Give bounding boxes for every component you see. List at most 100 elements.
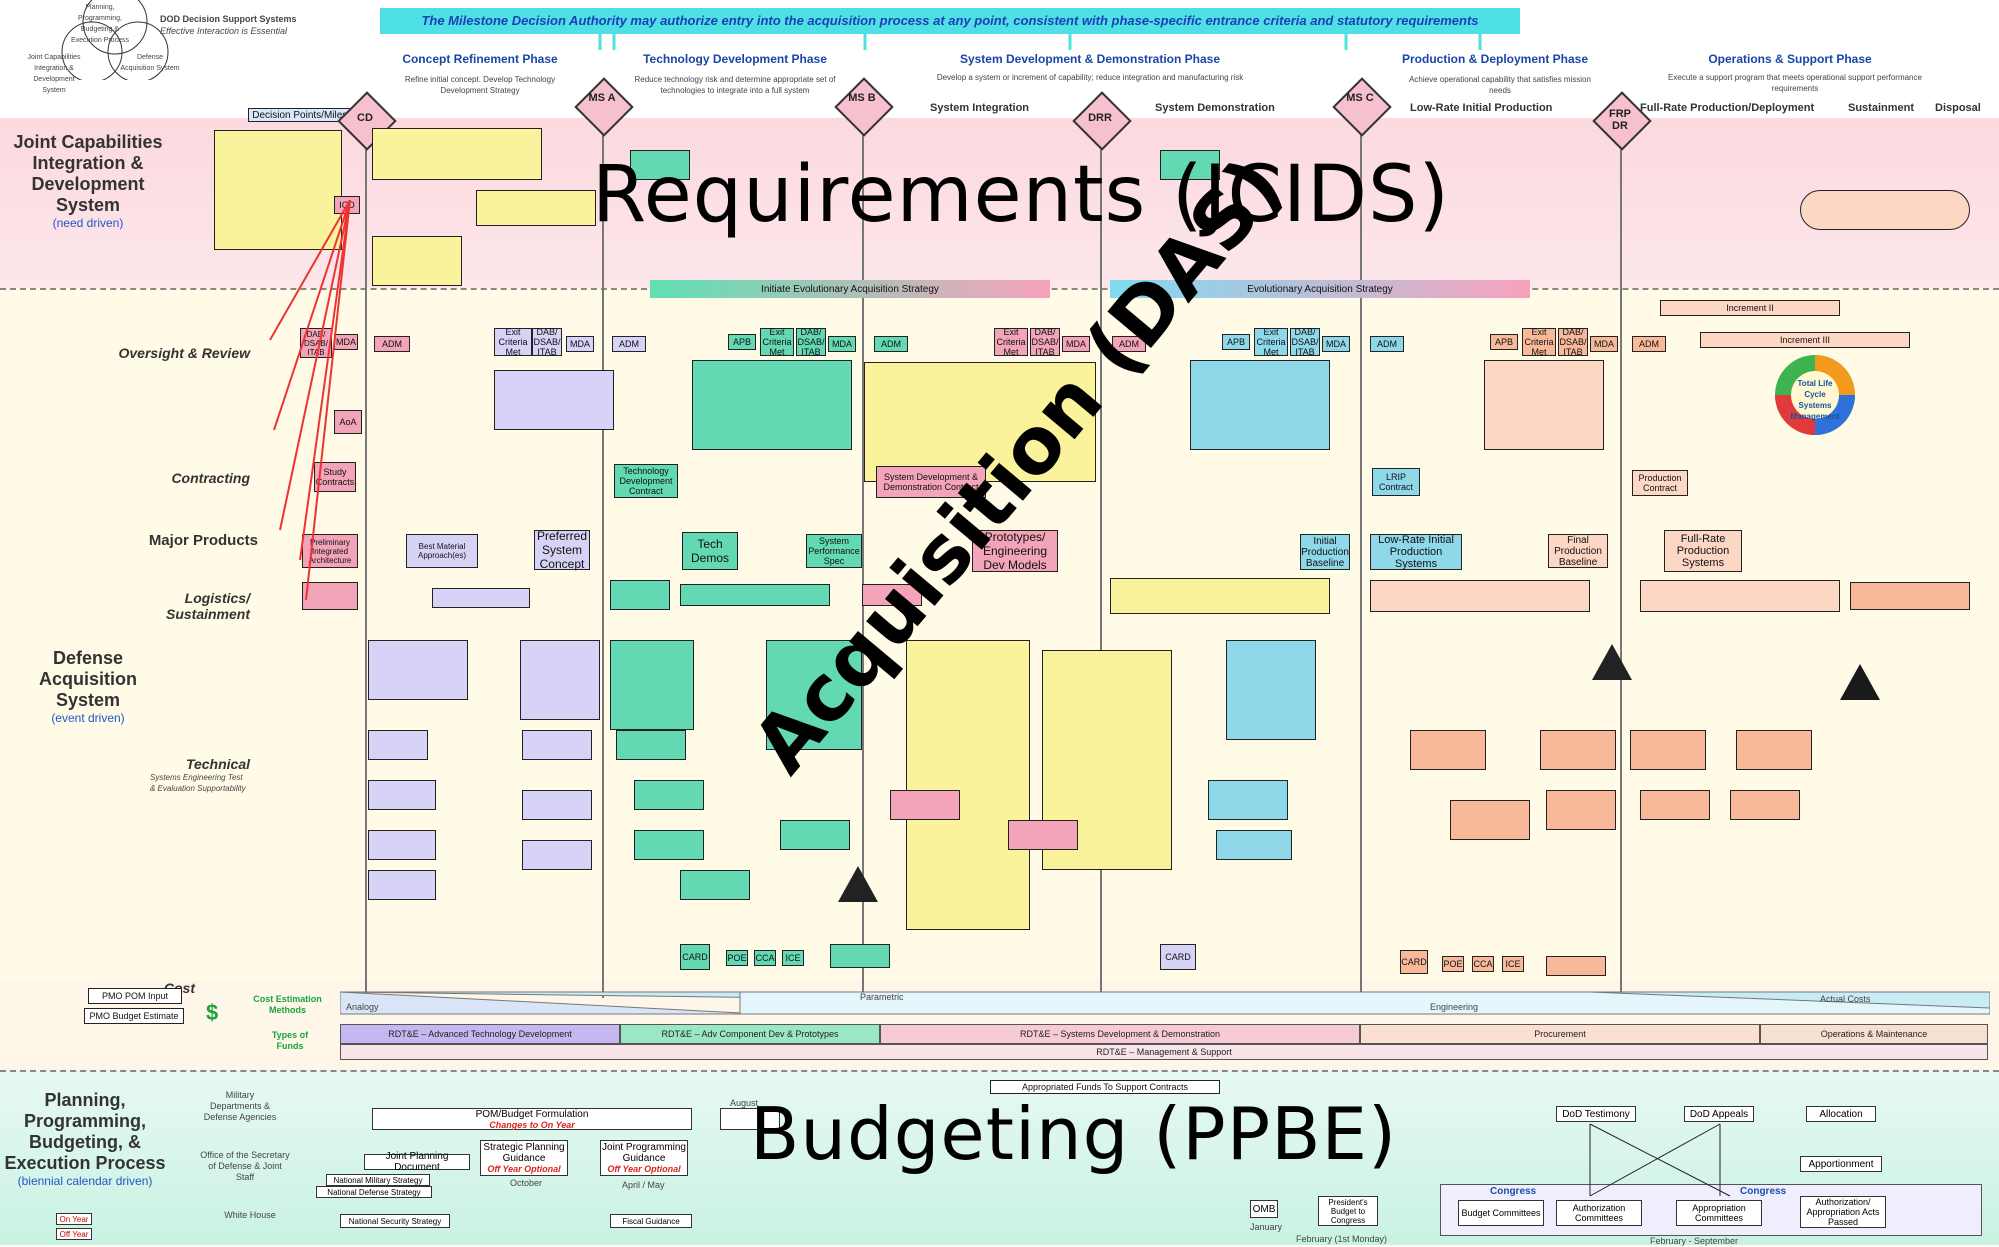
se-box [368, 730, 428, 760]
nss-box: National Security Strategy [340, 1214, 450, 1228]
adm-box: ADM [1112, 336, 1146, 352]
dod-box: DoD Testimony [1556, 1106, 1636, 1122]
icd-arrows [269, 200, 351, 601]
poe-box: POE [726, 950, 748, 966]
apb-box: APB [728, 334, 756, 350]
ppbe-row-label: White House [224, 1210, 276, 1220]
exit-criteria-box: Exit Criteria Met [994, 327, 1028, 357]
phase-technology-development: Technology Development Phase [643, 52, 827, 66]
phase-desc: Execute a support program that meets ope… [1668, 73, 1922, 93]
cost-methods-label: Cost Estimation Methods [253, 994, 322, 1015]
phase-divider [365, 118, 367, 998]
milestone-label: MS A [588, 92, 616, 104]
joint-prog-note: Off Year Optional [607, 1164, 681, 1174]
acq-strategy-box [1484, 360, 1604, 450]
jpd-box: Joint Planning Document [364, 1151, 470, 1173]
inputs-box [610, 640, 694, 730]
strategic-planning-box: Strategic Planning Guidance Off Year Opt… [480, 1140, 568, 1176]
banner-arrows [598, 34, 1482, 50]
pom-note: Changes to On Year [489, 1119, 575, 1130]
cost-method-actual: Actual Costs [1820, 994, 1871, 1004]
logistics-box [1370, 580, 1590, 612]
production-contract-box: Production Contract [1632, 470, 1688, 496]
exit-criteria-box: Exit Criteria Met [760, 327, 794, 357]
subphase-label: Low-Rate Initial Production [1410, 102, 1553, 114]
nds-box: National Defense Strategy [316, 1186, 432, 1198]
milestone-label: FRP DR [1609, 108, 1631, 132]
jcids-title: Joint Capabilities Integration & Develop… [13, 132, 163, 215]
exit-criteria-box: Exit Criteria Met [1254, 327, 1288, 357]
ppbe-connector-lines [1589, 1123, 1731, 1197]
jcids-sub: (need driven) [52, 216, 124, 230]
phase-divider [1620, 118, 1622, 998]
mda-box: MDA [334, 334, 358, 350]
affordability-box [1546, 956, 1606, 976]
subphase-label: Disposal [1935, 102, 1981, 114]
pmo-pom-input: PMO POM Input [88, 988, 182, 1004]
lifecycle-label: Total Life Cycle Systems Management [1790, 379, 1840, 421]
ppbe-row-label: Office of the Secretary of Defense & Joi… [200, 1150, 290, 1182]
se-box [1208, 780, 1288, 820]
phase-operations-support: Operations & Support Phase [1708, 52, 1872, 66]
subphase-label: Full-Rate Production/Deployment [1640, 102, 1815, 114]
cca-box: CCA [754, 950, 776, 966]
fiscal-guidance-box: Fiscal Guidance [610, 1214, 692, 1228]
outputs-box [766, 640, 862, 750]
month-label: October [510, 1178, 543, 1188]
warning-triangle-icon [1592, 644, 1632, 680]
logistics-box [302, 582, 358, 610]
poe-box: POE [1442, 956, 1464, 972]
pom-label: POM/Budget Formulation [475, 1108, 589, 1120]
congress-label: Congress [1490, 1186, 1537, 1197]
subphase-label: Sustainment [1848, 102, 1915, 114]
increment-bar: Increment III [1700, 332, 1910, 348]
dab-box: DAB/ DSAB/ ITAB [1558, 327, 1588, 357]
mda-box: MDA [566, 336, 594, 352]
logistics-box [1110, 578, 1330, 614]
logistics-box [1640, 580, 1840, 612]
ppbe-title: Planning, Programming, Budgeting, & Exec… [4, 1090, 166, 1173]
month-label: August [730, 1098, 759, 1108]
overlay-requirements: Requirements (JCIDS) [592, 150, 1450, 240]
product-box: Initial Production Baseline [1300, 534, 1350, 570]
cost-method-parametric: Parametric [860, 992, 904, 1002]
row-label-oversight: Oversight & Review [118, 345, 251, 361]
month-label: April / May [622, 1180, 665, 1190]
dab-box: DAB/ DSAB/ ITAB [532, 327, 562, 357]
ppbe-row-label: Military Departments & Defense Agencies [203, 1090, 277, 1122]
product-box: Tech Demos [682, 532, 738, 570]
dod-title: DOD Decision Support Systems [160, 14, 297, 24]
ppbe-section-title: Planning, Programming, Budgeting, & Exec… [0, 1090, 170, 1188]
strategic-label: Strategic Planning Guidance [483, 1142, 565, 1164]
subphase-label: System Integration [930, 102, 1030, 114]
warning-triangle-icon [838, 866, 878, 902]
affordability-box [830, 944, 890, 968]
subphase-label: System Demonstration [1155, 102, 1275, 114]
logistics-box [610, 580, 670, 610]
logistics-box [862, 584, 922, 606]
outputs-box [1540, 730, 1616, 770]
phase-divider [602, 118, 604, 998]
se-box [368, 830, 436, 860]
dab-box: DAB/ DSAB/ ITAB [300, 328, 332, 358]
product-box: System Performance Spec [806, 534, 862, 568]
acronyms-box [906, 640, 1030, 930]
phase-divider [862, 118, 864, 998]
outputs-box [1226, 640, 1316, 740]
logistics-box [1850, 582, 1970, 610]
inputs-box [368, 640, 468, 700]
row-label-contracting: Contracting [171, 470, 250, 486]
dab-box: DAB/ DSAB/ ITAB [1290, 327, 1320, 357]
se-box [616, 730, 686, 760]
mda-box: MDA [1590, 336, 1618, 352]
mda-box: MDA [1322, 336, 1350, 352]
dollar-icon: $ [206, 1000, 219, 1025]
increment-bar: Increment II [1660, 300, 1840, 316]
phase-desc: Reduce technology risk and determine app… [634, 75, 836, 95]
cost-method-engineering: Engineering [1430, 1002, 1479, 1012]
card-box: CARD [1400, 950, 1428, 974]
product-box: Prototypes/ Engineering Dev Models [972, 530, 1058, 572]
cost-method-analogy: Analogy [346, 1002, 379, 1012]
month-label: February - September [1650, 1236, 1739, 1246]
product-box: Best Material Approach(es) [406, 534, 478, 568]
